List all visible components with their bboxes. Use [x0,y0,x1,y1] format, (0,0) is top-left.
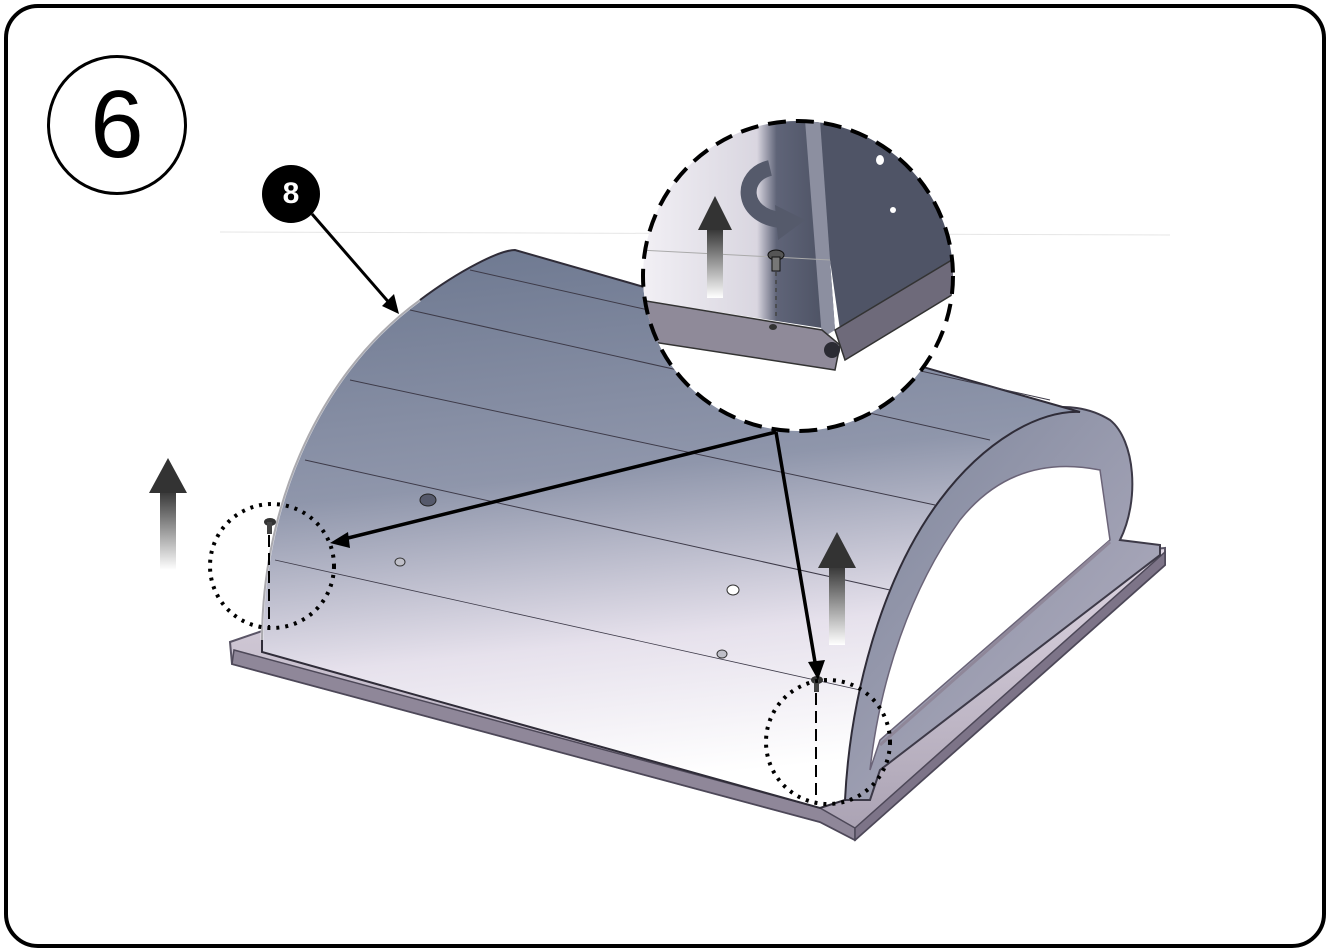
rotate-arrow-icon [740,160,805,240]
screw-icon [767,249,785,318]
step-number-badge: 6 [47,55,187,195]
up-arrow-icon [698,196,732,298]
detail-circle-right [764,678,892,806]
up-arrow-icon [149,458,187,570]
screw-left [264,518,276,628]
leader-lines [330,430,825,680]
up-arrow-icon [818,532,856,645]
part-number-callout: 8 [262,165,320,223]
part-callout-leader [310,213,399,314]
magnified-inset [641,119,955,433]
detail-circle-left [208,502,336,630]
